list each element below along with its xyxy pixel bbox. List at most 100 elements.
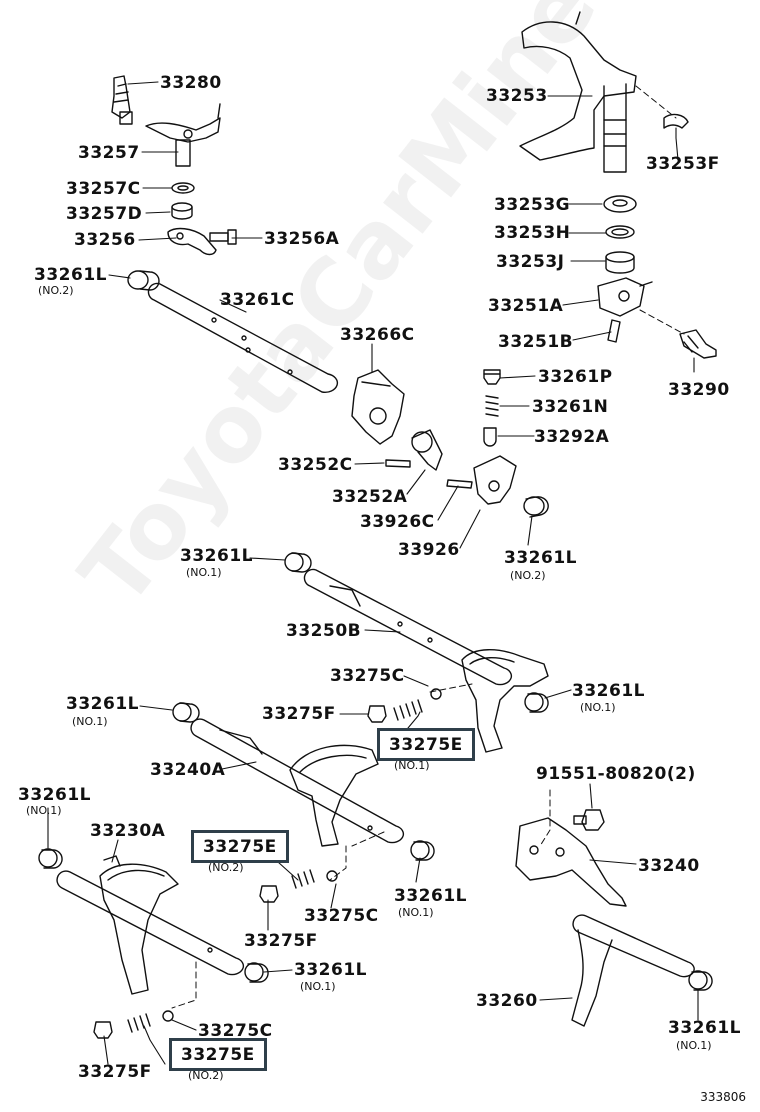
label-33230A: 33230A (90, 821, 166, 841)
part-33253J-bushing (605, 251, 635, 274)
label-33261P: 33261P (538, 367, 613, 387)
part-33230A-shaft (56, 870, 245, 976)
part-33926-block (473, 455, 517, 505)
part-33253-lever (519, 11, 637, 173)
dashed-lines (171, 85, 685, 1009)
label-33257D: 33257D (66, 204, 143, 224)
label-33261L-left-no1: 33261L (66, 694, 139, 714)
label-33275C-b: 33275C (304, 906, 379, 926)
leader-lines (47, 81, 699, 1065)
part-33275C-ball-c (162, 1010, 174, 1022)
label-33253G: 33253G (494, 195, 571, 215)
part-33261L-plug-no1-f (244, 962, 269, 983)
part-fork-lower (99, 855, 179, 995)
part-33252C-pin (385, 459, 411, 468)
part-33261P-plug (483, 369, 501, 385)
note-no1-bottom-right: (NO.1) (676, 1039, 712, 1052)
label-33240A: 33240A (150, 760, 226, 780)
note-no2-boxed-c: (NO.2) (188, 1069, 224, 1082)
part-33253G-washer (603, 195, 637, 213)
label-33257C: 33257C (66, 179, 141, 199)
part-33261L-plug-no1-c (172, 702, 200, 723)
note-no1-left: (NO.1) (72, 715, 108, 728)
part-33266C-block (351, 369, 405, 445)
note-no1-far-left: (NO.1) (26, 804, 62, 817)
label-91551-80820: 91551-80820(2) (536, 764, 696, 784)
part-33275E-spring-b (291, 869, 315, 889)
label-33280: 33280 (160, 73, 222, 93)
part-33261L-plug-no1-g (688, 970, 713, 991)
part-33261L-plug-no1-e (38, 848, 63, 869)
part-33275E-spring-c (127, 1013, 151, 1033)
label-33250B: 33250B (286, 621, 362, 641)
label-33261C: 33261C (220, 290, 295, 310)
part-33280-screw (111, 75, 133, 125)
label-33261L-mid-right: 33261L (504, 548, 577, 568)
part-33275F-plug-b (259, 885, 279, 903)
part-33261L-plug-no1-a (284, 552, 312, 573)
label-33260: 33260 (476, 991, 538, 1011)
part-33256-lever (167, 227, 217, 256)
label-33290: 33290 (668, 380, 730, 400)
label-33261L-right-no1: 33261L (572, 681, 645, 701)
label-33251A: 33251A (488, 296, 564, 316)
part-33261L-plug-no1-b (524, 692, 549, 713)
note-no1-mid-left: (NO.1) (186, 566, 222, 579)
label-33253: 33253 (486, 86, 548, 106)
label-33251B: 33251B (498, 332, 574, 352)
part-33275E-spring-a (393, 699, 423, 721)
part-33275C-ball-a (430, 688, 442, 700)
label-33240: 33240 (638, 856, 700, 876)
label-33275F-b: 33275F (244, 931, 318, 951)
label-33253J: 33253J (496, 252, 565, 272)
part-33251A-block (597, 277, 653, 317)
note-no1-lower-left: (NO.1) (300, 980, 336, 993)
part-33261L-plug-no1-d (410, 840, 435, 861)
part-91551-bolt (573, 809, 605, 831)
label-33266C: 33266C (340, 325, 415, 345)
label-33256: 33256 (74, 230, 136, 250)
part-fork-middle (289, 744, 379, 847)
label-33253F: 33253F (646, 154, 720, 174)
label-33275E-a-highlighted: 33275E (377, 728, 475, 761)
part-33256A-bolt (209, 229, 237, 245)
label-33257: 33257 (78, 143, 140, 163)
part-33275F-plug-a (367, 705, 387, 723)
label-33292A: 33292A (534, 427, 610, 447)
label-33261L-lower-left: 33261L (294, 960, 367, 980)
part-33261L-plug-mid (523, 496, 549, 518)
label-33275C-a: 33275C (330, 666, 405, 686)
part-33292A-ball (483, 427, 497, 447)
label-33275C-c: 33275C (198, 1021, 273, 1041)
label-33252A: 33252A (332, 487, 408, 507)
label-33926: 33926 (398, 540, 460, 560)
part-33926C-pin (446, 479, 473, 489)
part-33253H-ring (605, 225, 635, 239)
part-33251B-pin (607, 319, 621, 343)
part-33240A-shaft (190, 718, 405, 844)
part-33290-switch (679, 329, 717, 359)
label-33275F-c: 33275F (78, 1062, 152, 1082)
part-33261L-plug-top (127, 270, 160, 291)
note-no1-right: (NO.1) (580, 701, 616, 714)
diagram-reference-number: 333806 (700, 1090, 746, 1104)
part-fork-upper (461, 649, 549, 753)
label-33261L-bottom-right: 33261L (668, 1018, 741, 1038)
label-33256A: 33256A (264, 229, 340, 249)
part-33253F-clip (663, 113, 689, 129)
label-33275E-b-highlighted: 33275E (191, 830, 289, 863)
note-no2-top: (NO.2) (38, 284, 74, 297)
part-33250B-shaft (303, 568, 513, 686)
note-no2-mid-right: (NO.2) (510, 569, 546, 582)
label-33261N: 33261N (532, 397, 609, 417)
label-33275F-a: 33275F (262, 704, 336, 724)
note-no1-lower-mid: (NO.1) (398, 906, 434, 919)
part-33275C-ball-b (326, 870, 338, 882)
label-33261L-top: 33261L (34, 265, 107, 285)
note-no2-boxed-b: (NO.2) (208, 861, 244, 874)
label-33261L-far-left: 33261L (18, 785, 91, 805)
part-33257D-bushing (171, 202, 193, 220)
label-33261L-lower-mid: 33261L (394, 886, 467, 906)
